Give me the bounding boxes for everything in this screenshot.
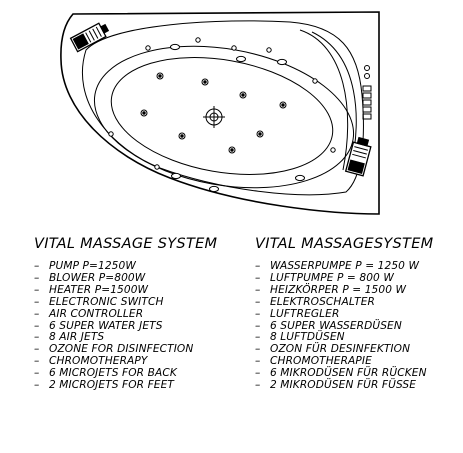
air-jet bbox=[256, 130, 264, 138]
micro-jet bbox=[154, 164, 160, 170]
tub-inner-ledge bbox=[81, 20, 364, 196]
spec-item: –2 MIKRODÜSEN FÜR FÜSSE bbox=[255, 379, 417, 392]
german-spec-column: VITAL MASSAGESYSTEM –WASSERPUMPE P = 125… bbox=[255, 236, 460, 392]
super-water-jet bbox=[209, 185, 219, 193]
spec-item: –6 SUPER WATER JETS bbox=[34, 319, 163, 332]
rim-curve-1 bbox=[299, 29, 349, 171]
micro-jet bbox=[266, 47, 272, 53]
air-jet bbox=[156, 72, 164, 80]
super-water-jet bbox=[236, 55, 246, 63]
tub-outer-rim bbox=[60, 11, 380, 215]
german-heading: VITAL MASSAGESYSTEM bbox=[255, 236, 434, 252]
spec-item: –AIR CONTROLLER bbox=[34, 307, 144, 320]
feet-microjet bbox=[330, 147, 336, 153]
basin-inner bbox=[110, 57, 334, 175]
english-spec-list: –PUMP P=1250W –BLOWER P=800W –HEATER P=1… bbox=[34, 260, 244, 392]
basin-outer bbox=[93, 45, 355, 189]
blower-unit bbox=[344, 136, 372, 177]
air-jet bbox=[178, 132, 186, 140]
spec-item: –LUFTREGLER bbox=[255, 307, 340, 320]
micro-jet bbox=[108, 131, 114, 137]
spec-item: –LUFTPUMPE P = 800 W bbox=[255, 271, 394, 284]
spec-item: –HEATER P=1500W bbox=[34, 283, 149, 296]
air-jet bbox=[228, 146, 236, 154]
air-jet bbox=[239, 91, 247, 99]
super-water-jet bbox=[295, 174, 305, 182]
micro-jet bbox=[195, 37, 201, 43]
air-jet bbox=[279, 101, 287, 109]
german-spec-list: –WASSERPUMPE P = 1250 W –LUFTPUMPE P = 8… bbox=[255, 260, 460, 392]
control-panel bbox=[362, 65, 372, 120]
super-water-jet bbox=[277, 58, 287, 66]
spec-item: –6 MIKRODÜSEN FÜR RÜCKEN bbox=[255, 367, 427, 380]
spec-item: –WASSERPUMPE P = 1250 W bbox=[255, 260, 420, 272]
jets-group bbox=[108, 37, 336, 193]
spec-item: –8 LUFTDÜSEN bbox=[255, 331, 345, 344]
spec-item: –ELECTRONIC SWITCH bbox=[34, 295, 164, 308]
spec-item: –CHROMOTHERAPIE bbox=[255, 355, 372, 368]
english-spec-column: VITAL MASSAGE SYSTEM –PUMP P=1250W –BLOW… bbox=[34, 236, 244, 392]
air-jet bbox=[201, 78, 209, 86]
spec-item: –OZONE FOR DISINFECTION bbox=[34, 343, 194, 356]
bathtub-plan-drawing bbox=[60, 11, 380, 215]
pump-unit bbox=[69, 22, 110, 53]
micro-jet bbox=[145, 45, 151, 51]
spec-item: –CHROMOTHERAPY bbox=[34, 355, 148, 368]
super-water-jet bbox=[171, 172, 181, 180]
feet-microjet bbox=[312, 78, 318, 84]
spec-item: –2 MICROJETS FOR FEET bbox=[34, 379, 174, 392]
spec-item: –BLOWER P=800W bbox=[34, 271, 146, 284]
super-water-jet bbox=[170, 43, 180, 51]
english-heading: VITAL MASSAGE SYSTEM bbox=[34, 236, 218, 252]
spec-item: –OZON FÜR DESINFEKTION bbox=[255, 343, 411, 356]
spec-item: –6 SUPER WASSERDÜSEN bbox=[255, 319, 402, 332]
spec-item: –ELEKTROSCHALTER bbox=[255, 295, 375, 308]
drain bbox=[203, 106, 225, 128]
spec-item: –PUMP P=1250W bbox=[34, 260, 136, 272]
micro-jet bbox=[231, 45, 237, 51]
spec-item: –HEIZKÖRPER P = 1500 W bbox=[255, 283, 407, 296]
air-jet bbox=[140, 109, 148, 117]
spec-item: –6 MICROJETS FOR BACK bbox=[34, 367, 177, 380]
spec-item: –8 AIR JETS bbox=[34, 331, 105, 344]
